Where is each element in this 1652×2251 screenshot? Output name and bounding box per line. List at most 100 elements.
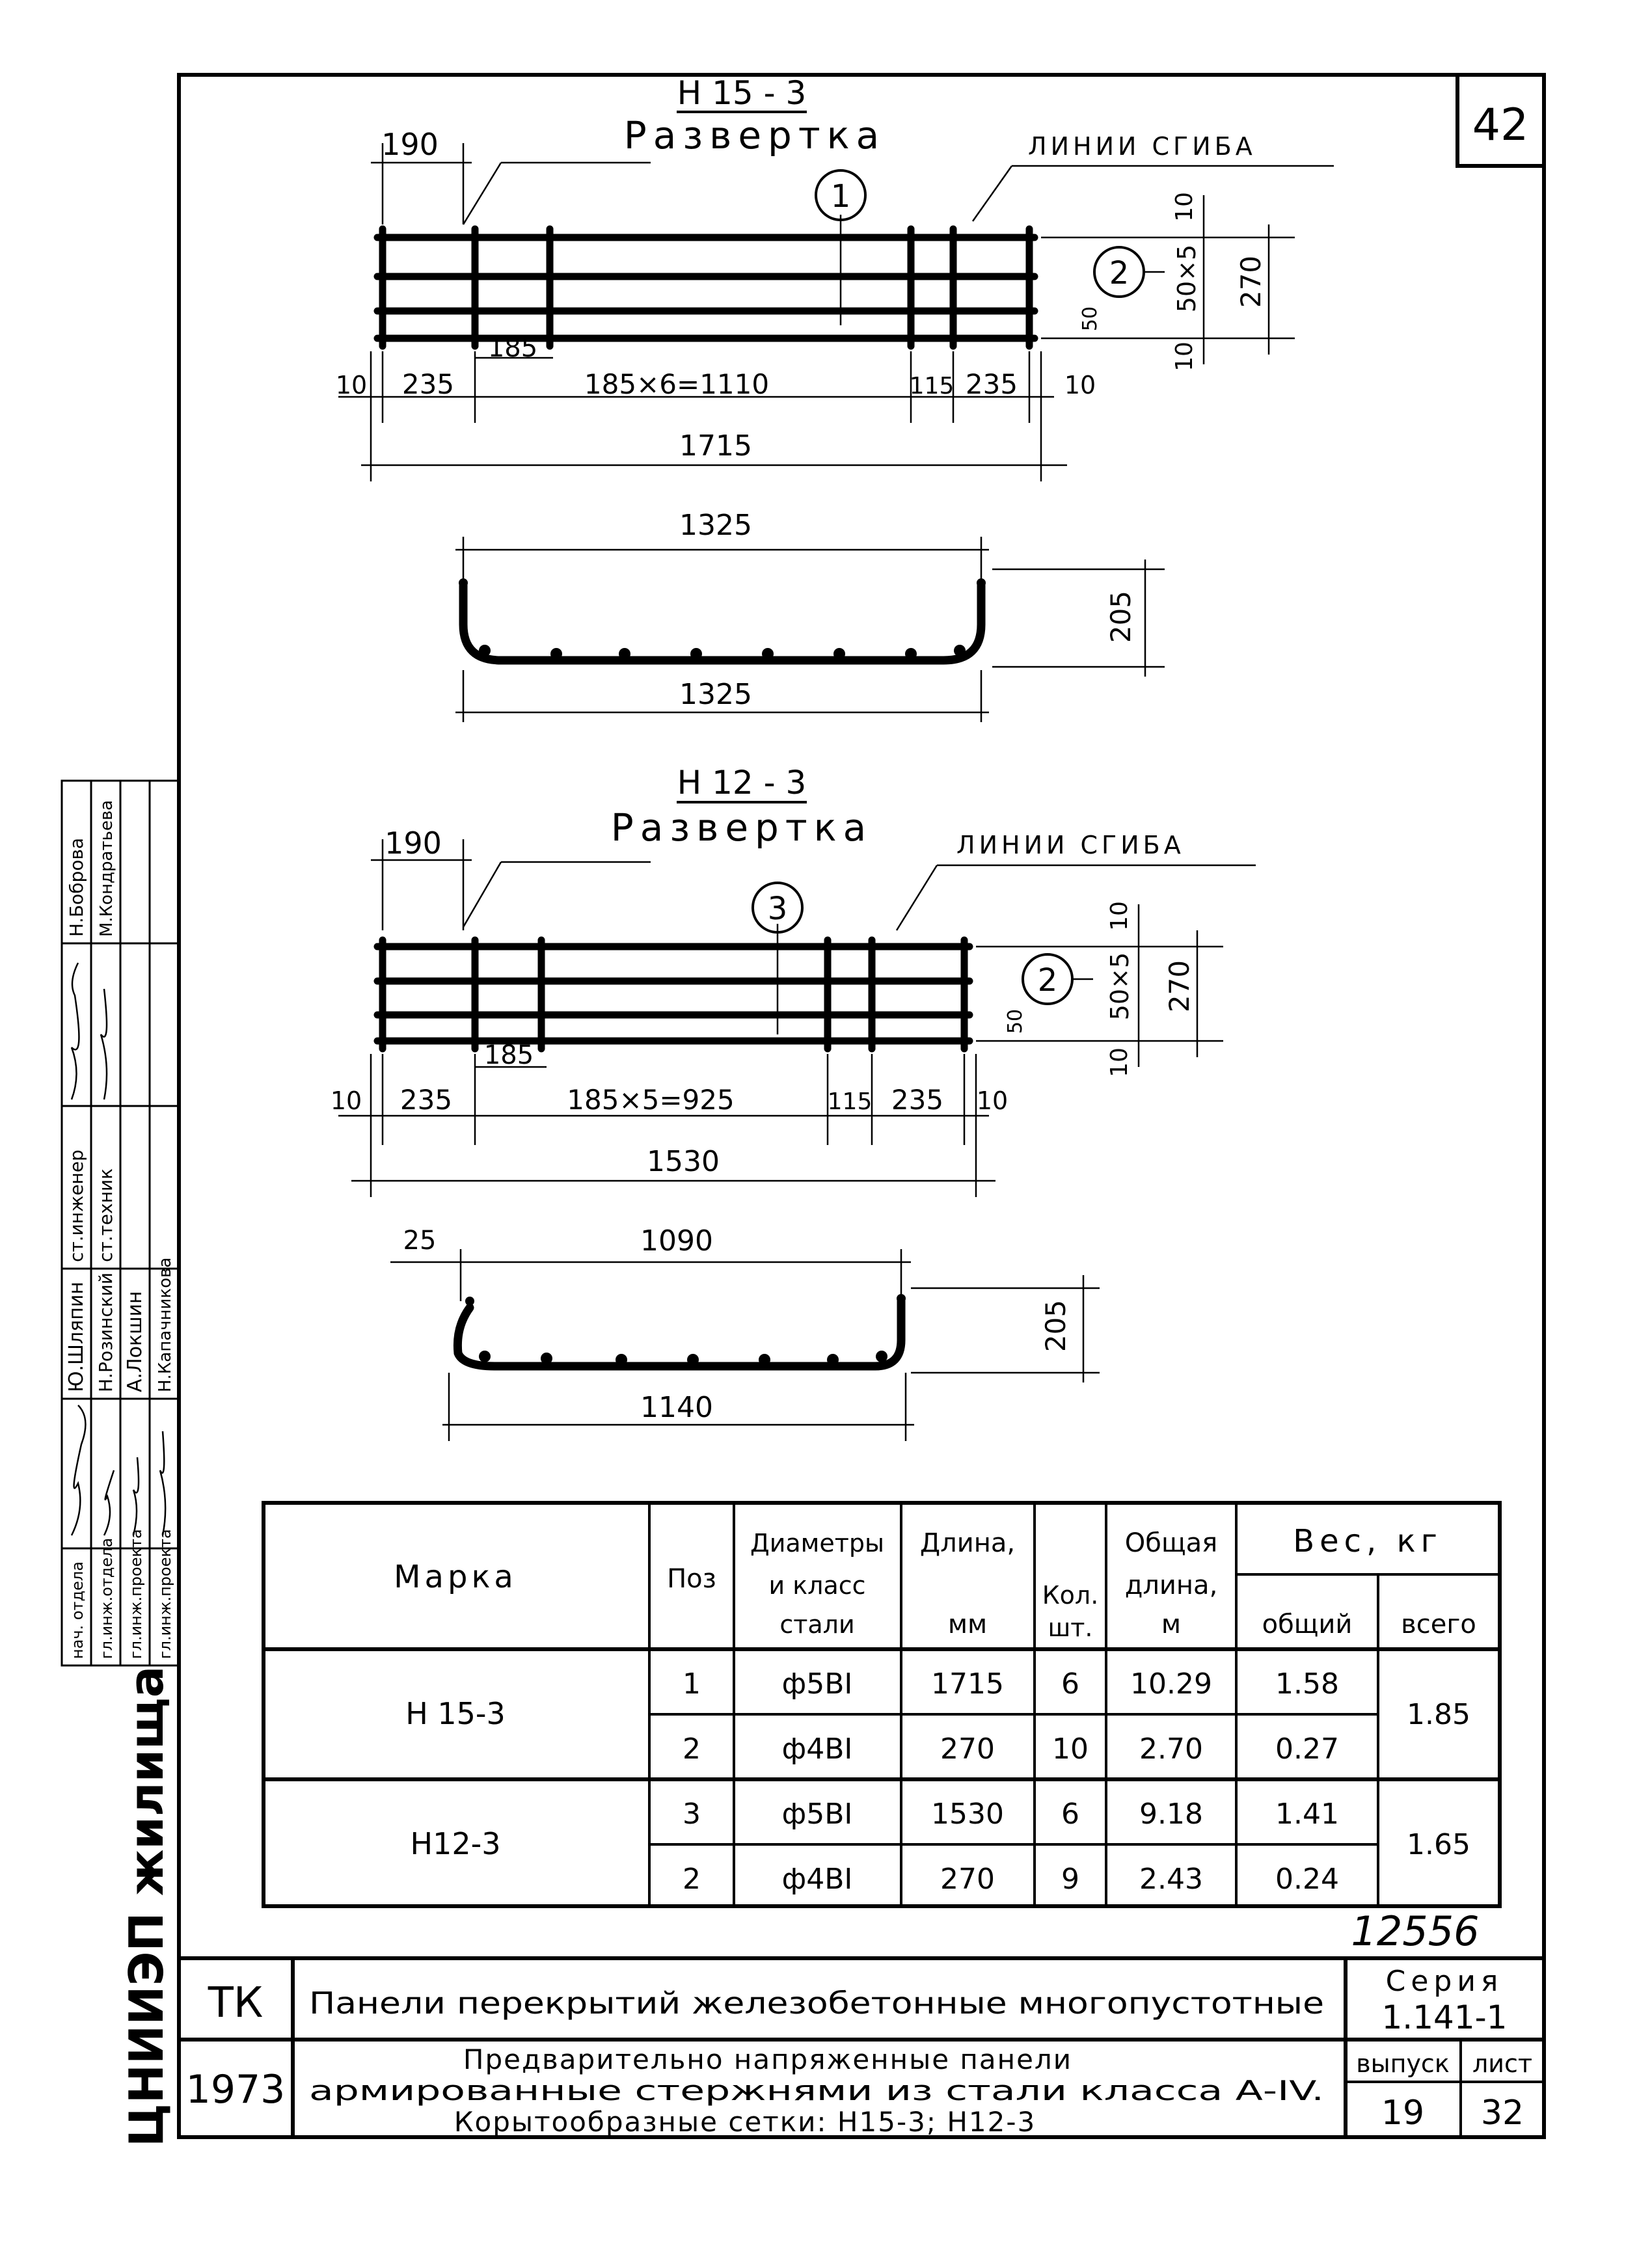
stamp-name-4: Н.Капачникова — [156, 1258, 175, 1392]
table-row3-total-len: 9.18 — [1139, 1798, 1203, 1831]
table-row2-total-len: 2.70 — [1139, 1732, 1203, 1766]
h12-pos-cross: 2 — [1038, 962, 1058, 999]
h15-dim-v-mid: 50×5 — [1172, 245, 1201, 312]
h12-pos-long: 3 — [768, 891, 788, 927]
tb-series-value: 1.141-1 — [1382, 1999, 1508, 2036]
mesh-h15-section: 1325 1325 205 — [455, 509, 1165, 722]
h12-dim-seg-right: 235 — [891, 1084, 943, 1116]
h15-dim-step-first: 185 — [488, 333, 537, 363]
mesh-h12-section: 25 1090 1140 205 — [390, 1224, 1100, 1441]
table-mark-h12: Н12-3 — [411, 1826, 501, 1861]
h12-dim-v-small: 50 — [1004, 1009, 1027, 1034]
h12-section-top-width: 1090 — [640, 1224, 713, 1258]
th-total-len-1: Общая — [1125, 1528, 1217, 1558]
table-row2-pos: 2 — [683, 1732, 701, 1766]
h15-mark: Н 15 - 3 — [677, 74, 807, 112]
h15-dim-edge-right: 10 — [1064, 371, 1096, 399]
th-diam-3: стали — [779, 1610, 854, 1639]
approval-stamp: нач. отдела гл.инж.отдела гл.инж.проекта… — [61, 779, 180, 2147]
h12-dim-v-bottom: 10 — [1106, 1047, 1133, 1077]
stamp-name-2: Н.Розинский — [95, 1273, 116, 1392]
table-row2-diam: ф4ВI — [782, 1732, 853, 1766]
h15-dim-seg-left: 235 — [402, 368, 454, 400]
table-total-h12: 1.65 — [1407, 1828, 1470, 1861]
tb-series-label: Серия — [1386, 1965, 1504, 1998]
h12-mark: Н 12 - 3 — [677, 764, 807, 802]
table-row1-weight: 1.58 — [1275, 1667, 1339, 1701]
th-pos: Поз — [667, 1564, 716, 1594]
tb-year: 1973 — [186, 2067, 286, 2112]
h15-dim-middle: 185×6=1110 — [584, 368, 769, 400]
table-row4-total-len: 2.43 — [1139, 1863, 1203, 1896]
th-length-1: Длина, — [920, 1528, 1015, 1558]
th-weight: Вес, кг — [1293, 1523, 1442, 1559]
stamp-name2-2: М.Кондратьева — [97, 800, 116, 937]
stamp-name-3: А.Локшин — [124, 1291, 146, 1392]
table-row3-diam: ф5ВI — [782, 1798, 853, 1831]
tb-issue-label: выпуск — [1356, 2049, 1450, 2078]
table-row2-length: 270 — [940, 1732, 995, 1766]
table-total-h15: 1.85 — [1407, 1698, 1470, 1731]
h15-dim-total: 1715 — [679, 429, 752, 463]
h12-dim-seg-left: 235 — [400, 1084, 452, 1116]
tb-org: ТК — [208, 1979, 264, 2027]
table-row1-length: 1715 — [931, 1667, 1004, 1701]
th-total-len-2: длина, — [1125, 1570, 1218, 1600]
h12-dim-v-mid: 50×5 — [1105, 952, 1134, 1020]
stamp-role2-2: ст.техник — [95, 1168, 116, 1262]
table-row3-weight: 1.41 — [1275, 1798, 1339, 1831]
table-row4-weight: 0.24 — [1275, 1863, 1339, 1896]
stamp-institute: ЦНИИЭП жилища — [119, 1666, 174, 2147]
table-row1-qty: 6 — [1061, 1667, 1079, 1701]
stamp-name-1: Ю.Шляпин — [65, 1282, 88, 1392]
tb-sheet-value: 32 — [1481, 2094, 1524, 2133]
th-diam-1: Диаметры — [750, 1529, 884, 1557]
stamp-role2-1: ст.инженер — [66, 1150, 87, 1262]
h15-dim-seg-right: 235 — [966, 368, 1018, 400]
th-total-len-3: м — [1161, 1610, 1181, 1639]
title-block: ТК 1973 Панели перекрытий железобетонные… — [179, 1956, 1544, 2138]
h15-section-bottom-width: 1325 — [679, 678, 752, 711]
h15-dim-edge-left: 10 — [336, 371, 367, 399]
h15-pos-cross: 2 — [1109, 255, 1130, 291]
th-diam-2: и класс — [768, 1571, 865, 1600]
th-length-2: мм — [948, 1610, 987, 1639]
h15-dim-v-bottom: 10 — [1171, 342, 1198, 371]
h15-dim-v-top: 10 — [1171, 192, 1198, 222]
table-row2-weight: 0.27 — [1275, 1732, 1339, 1766]
tb-subtitle-3: Корытообразные сетки: Н15-3; Н12-3 — [454, 2106, 1036, 2138]
h12-dim-middle: 185×5=925 — [567, 1084, 734, 1116]
h15-pos-long: 1 — [831, 178, 851, 215]
h12-section-bottom-width: 1140 — [640, 1391, 713, 1424]
tb-subtitle-2: армированные стержнями из стали класса А… — [309, 2075, 1324, 2107]
h12-section-height: 205 — [1040, 1300, 1072, 1352]
h15-dim-seg-115: 115 — [910, 373, 955, 399]
table-row1-pos: 1 — [683, 1667, 701, 1701]
h15-bend-lines-label: ЛИНИИ СГИБА — [1028, 132, 1256, 161]
tb-title-main: Панели перекрытий железобетонные многопу… — [309, 1986, 1324, 2021]
h12-dim-step-first: 185 — [484, 1040, 534, 1070]
tb-subtitle-1: Предварительно напряженные панели — [463, 2043, 1072, 2075]
table-row3-pos: 3 — [683, 1798, 701, 1831]
table-row4-qty: 9 — [1061, 1863, 1079, 1896]
stamp-role-3: гл.инж.проекта — [127, 1529, 145, 1659]
th-qty-2: шт. — [1048, 1613, 1093, 1642]
th-mark: Марка — [394, 1559, 517, 1595]
table-row1-total-len: 10.29 — [1130, 1667, 1212, 1701]
h12-bend-lines-label: ЛИНИИ СГИБА — [956, 831, 1185, 859]
stamp-role-1: нач. отдела — [68, 1561, 87, 1659]
h15-dim-v-total: 270 — [1235, 256, 1267, 308]
table-row4-length: 270 — [940, 1863, 995, 1896]
h12-dim-edge-right: 10 — [977, 1086, 1008, 1115]
h15-dim-v-small: 50 — [1079, 306, 1102, 331]
h12-dim-seg-115: 115 — [828, 1088, 873, 1115]
tb-sheet-label: лист — [1472, 2049, 1532, 2078]
h12-dim-total: 1530 — [647, 1145, 720, 1178]
th-weight-total: общий — [1262, 1610, 1353, 1639]
table-row1-diam: ф5ВI — [782, 1667, 853, 1701]
h12-dim-edge-left: 10 — [331, 1086, 362, 1115]
th-qty-1: Кол. — [1042, 1581, 1099, 1610]
h12-dim-left-overhang: 190 — [385, 826, 442, 861]
h15-title: Развертка — [624, 113, 886, 157]
